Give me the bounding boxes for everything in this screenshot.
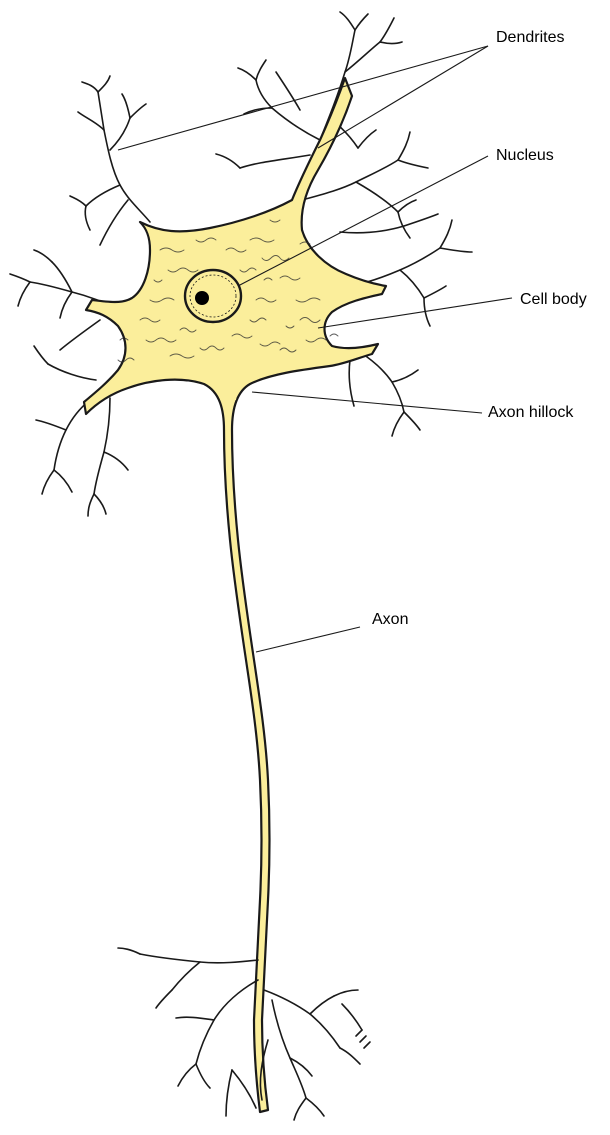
dendrites-leader-line-1 xyxy=(118,46,488,150)
dendrites-label: Dendrites xyxy=(496,30,564,46)
axon-hillock-leader-line xyxy=(252,392,482,413)
axon-terminal-branches xyxy=(118,948,370,1120)
nucleus-label: Nucleus xyxy=(496,148,554,164)
axon-label: Axon xyxy=(372,612,408,628)
nucleolus xyxy=(195,291,209,305)
nucleus xyxy=(185,270,241,322)
cell-body-label: Cell body xyxy=(520,292,587,308)
axon-leader-line xyxy=(256,627,360,652)
axon-hillock-label: Axon hillock xyxy=(488,405,573,421)
